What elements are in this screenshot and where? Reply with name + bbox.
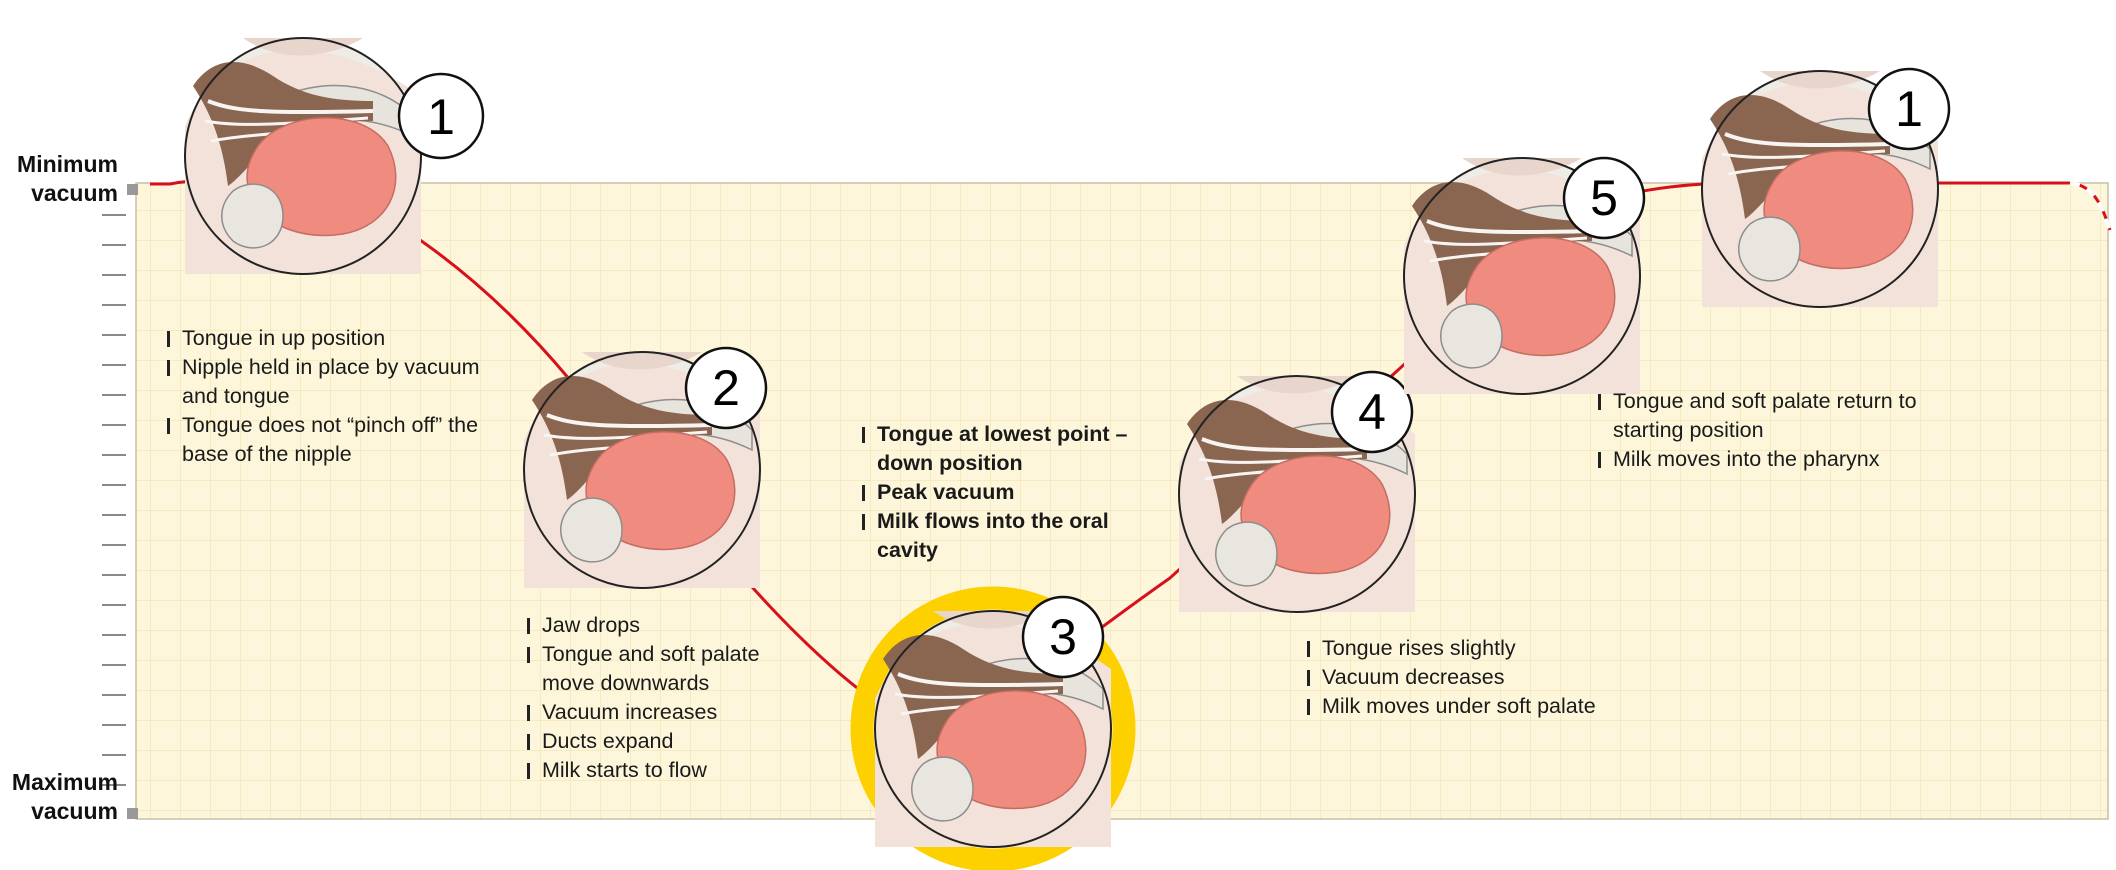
stage-1-bullet: Nipple held in place by vacuum and tongu…: [167, 353, 507, 411]
stage-2-bullet: Ducts expand: [527, 727, 817, 756]
stage-3-number: 3: [1049, 609, 1077, 665]
stage-3-bullet: Peak vacuum: [862, 478, 1152, 507]
stage-4-number: 4: [1358, 384, 1386, 440]
stage-4-bullet: Vacuum decreases: [1307, 663, 1667, 692]
max-vacuum-label: Maximum vacuum: [0, 768, 118, 826]
stage-5-description: Tongue and soft palate return to startin…: [1598, 387, 1938, 474]
stage-2-description: Jaw drops Tongue and soft palate move do…: [527, 611, 817, 785]
stage-5-number: 5: [1590, 170, 1618, 226]
stage-1-number: 1: [427, 89, 455, 145]
stage-2-bullet: Milk starts to flow: [527, 756, 817, 785]
min-vacuum-label-line-2: vacuum: [0, 179, 118, 208]
stage-4-illustration: 4: [1179, 372, 1415, 612]
stage-1-bullet: Tongue does not “pinch off” the base of …: [167, 411, 507, 469]
stage-3-description: Tongue at lowest point – down position P…: [862, 420, 1152, 565]
stage-2-bullet: Tongue and soft palate move downwards: [527, 640, 817, 698]
stage-5-illustration: 5: [1404, 158, 1644, 394]
stage-2-number: 2: [712, 360, 740, 416]
min-vacuum-label: Minimum vacuum: [0, 150, 118, 208]
max-vacuum-label-line-2: vacuum: [0, 797, 118, 826]
min-vacuum-marker: [127, 184, 138, 195]
stage-2-illustration: 2: [524, 348, 766, 588]
stage-4-description: Tongue rises slightly Vacuum decreases M…: [1307, 634, 1667, 721]
stage-4-bullet: Tongue rises slightly: [1307, 634, 1667, 663]
stage-3-bullet: Milk flows into the oral cavity: [862, 507, 1152, 565]
stage-3-bullet: Tongue at lowest point – down position: [862, 420, 1152, 478]
vacuum-axis-ticks: [102, 215, 126, 785]
stage-1-description: Tongue in up position Nipple held in pla…: [167, 324, 507, 469]
max-vacuum-marker: [127, 808, 138, 819]
max-vacuum-label-line-1: Maximum: [0, 768, 118, 797]
stage-2-bullet: Vacuum increases: [527, 698, 817, 727]
stage-3-illustration: 3: [862, 597, 1124, 860]
stage-5-bullet: Tongue and soft palate return to startin…: [1598, 387, 1938, 445]
stage-1-repeat-number: 1: [1895, 81, 1923, 137]
stage-5-bullet: Milk moves into the pharynx: [1598, 445, 1938, 474]
stage-1-bullet: Tongue in up position: [167, 324, 507, 353]
stage-2-bullet: Jaw drops: [527, 611, 817, 640]
stage-4-bullet: Milk moves under soft palate: [1307, 692, 1667, 721]
min-vacuum-label-line-1: Minimum: [0, 150, 118, 179]
stage-1-repeat-illustration: 1: [1702, 69, 1949, 307]
